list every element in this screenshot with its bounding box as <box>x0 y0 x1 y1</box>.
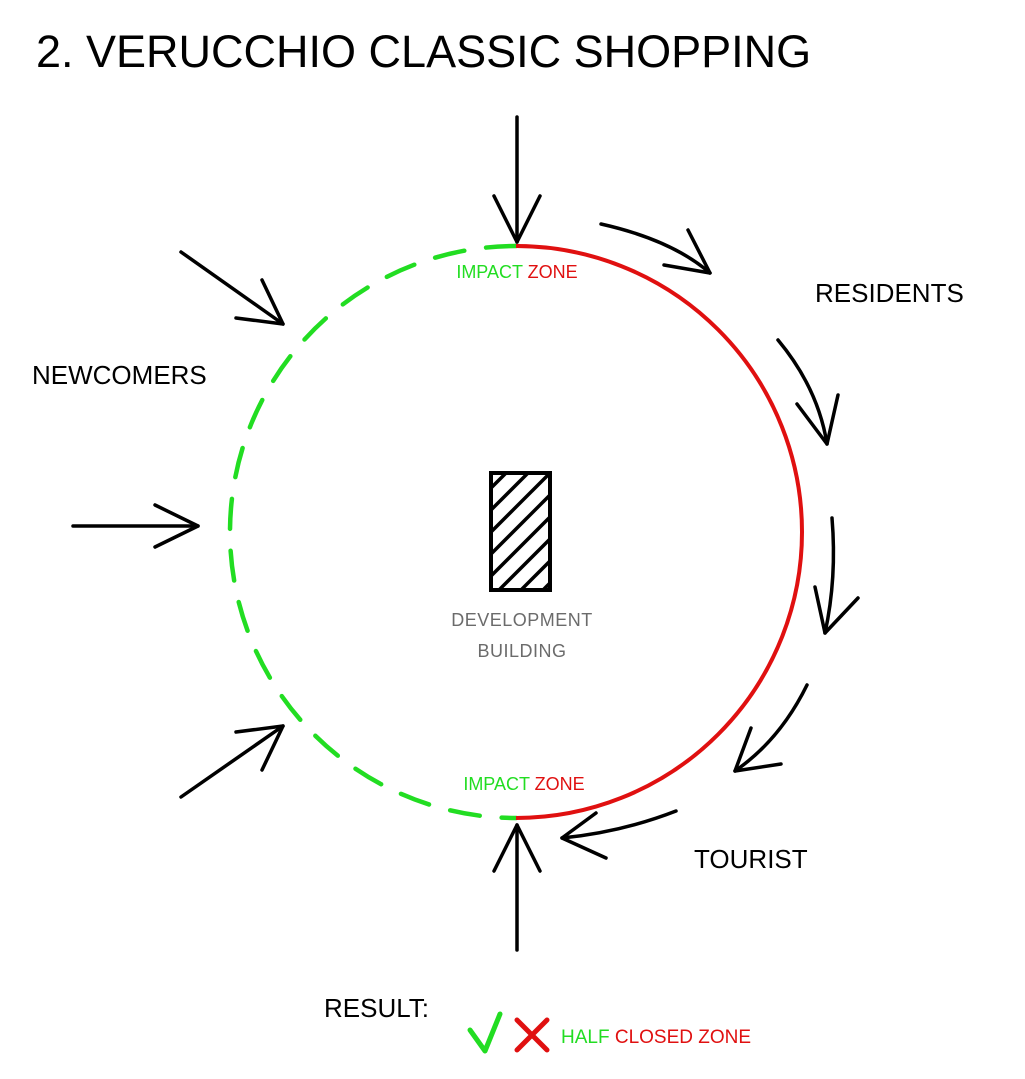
cross-icon <box>514 1017 550 1053</box>
arrow-flow-2 <box>776 338 840 446</box>
closed-zone-arc <box>515 244 804 820</box>
arrow-flow-1 <box>599 222 712 275</box>
arrow-in-top <box>492 115 542 244</box>
residents-label: RESIDENTS <box>815 278 964 308</box>
arrow-in-bottom <box>492 823 542 952</box>
arrow-in-lower-left <box>179 724 285 799</box>
check-icon <box>467 1011 503 1054</box>
arrow-in-left <box>71 503 200 549</box>
page-title: 2. VERUCCHIO CLASSIC SHOPPING <box>36 26 811 77</box>
result-label: RESULT: <box>324 993 429 1023</box>
development-label-line2: BUILDING <box>477 641 566 661</box>
arrow-in-upper-left <box>179 250 285 326</box>
arrow-flow-3 <box>813 516 860 635</box>
impact-zone-bottom-label: IMPACT ZONE <box>463 774 584 794</box>
result-legend: HALF CLOSED ZONE <box>561 1027 751 1048</box>
tourist-label: TOURIST <box>694 844 808 874</box>
open-zone-arc <box>227 243 519 821</box>
arrow-flow-4 <box>733 683 809 773</box>
impact-zone-top-label: IMPACT ZONE <box>456 262 577 282</box>
newcomers-label: NEWCOMERS <box>32 360 207 390</box>
hatched-building-icon <box>489 471 552 592</box>
arrow-flow-5 <box>560 809 678 860</box>
development-label-line1: DEVELOPMENT <box>451 610 593 630</box>
